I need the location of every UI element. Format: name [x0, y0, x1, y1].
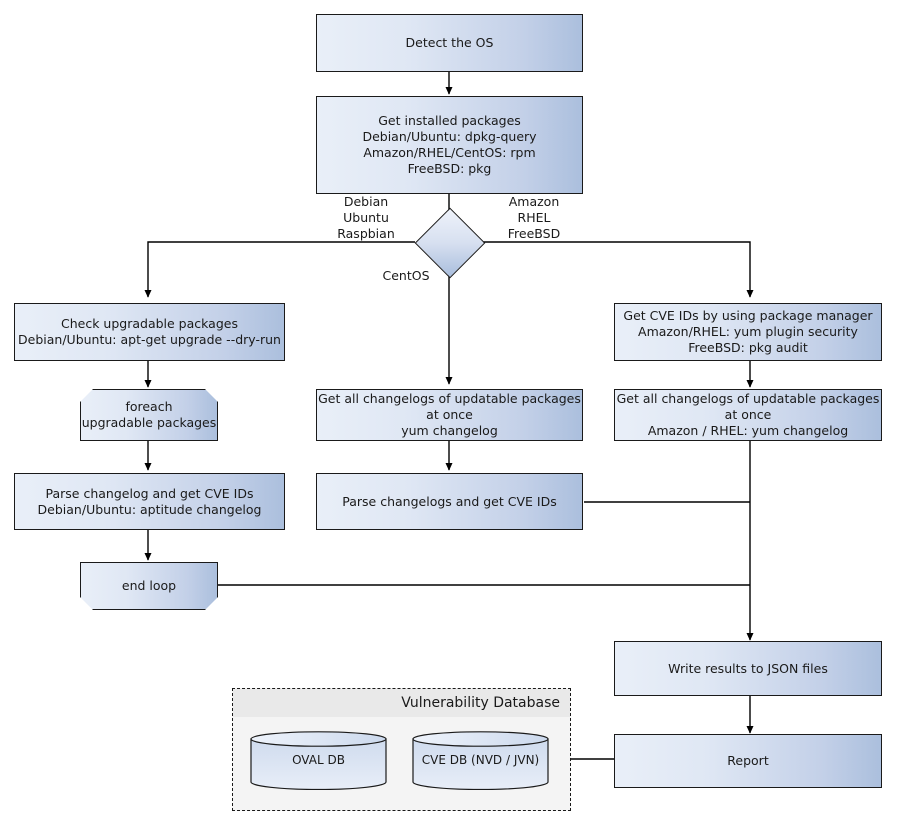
node-write-results-json[interactable]: Write results to JSON files	[614, 641, 882, 696]
node-get-all-changelogs-center-label: Get all changelogs of updatable packages…	[318, 391, 581, 438]
node-get-all-changelogs-center[interactable]: Get all changelogs of updatable packages…	[316, 389, 583, 441]
node-parse-changelog-left[interactable]: Parse changelog and get CVE IDs Debian/U…	[14, 473, 285, 530]
node-report-label: Report	[727, 753, 769, 768]
node-get-installed-packages[interactable]: Get installed packages Debian/Ubuntu: dp…	[316, 96, 583, 194]
group-vulnerability-database-header: Vulnerability Database	[233, 689, 570, 717]
node-detect-os-label: Detect the OS	[405, 35, 494, 50]
node-report[interactable]: Report	[614, 734, 882, 788]
node-end-loop-label: end loop	[121, 578, 177, 593]
node-parse-changelog-left-label: Parse changelog and get CVE IDs Debian/U…	[37, 485, 262, 517]
edge-label-amazon-branch: Amazon RHEL FreeBSD	[507, 194, 561, 241]
node-detect-os[interactable]: Detect the OS	[316, 14, 583, 72]
db-cve-label: CVE DB (NVD / JVN)	[421, 753, 540, 767]
node-get-cve-ids-package-manager-label: Get CVE IDs by using package manager Ama…	[623, 308, 873, 355]
edge-decision-left	[144, 241, 415, 298]
edge-decision-right	[483, 241, 754, 298]
edge-label-debian-branch: Debian Ubuntu Raspbian	[337, 194, 395, 241]
db-oval[interactable]: OVAL DB	[250, 731, 387, 791]
node-get-all-changelogs-right[interactable]: Get all changelogs of updatable packages…	[614, 389, 882, 441]
node-foreach-upgradable-packages[interactable]: foreach upgradable packages	[80, 389, 218, 441]
cylinder-icon	[412, 731, 549, 791]
node-check-upgradable-packages[interactable]: Check upgradable packages Debian/Ubuntu:…	[14, 303, 285, 361]
node-check-upgradable-packages-label: Check upgradable packages Debian/Ubuntu:…	[18, 316, 281, 347]
db-cve[interactable]: CVE DB (NVD / JVN)	[412, 731, 549, 791]
node-parse-changelogs-center[interactable]: Parse changelogs and get CVE IDs	[316, 473, 583, 530]
cylinder-icon	[250, 731, 387, 791]
node-end-loop[interactable]: end loop	[80, 562, 218, 610]
db-oval-label: OVAL DB	[292, 753, 345, 767]
node-foreach-label: foreach upgradable packages	[81, 399, 217, 430]
node-get-cve-ids-package-manager[interactable]: Get CVE IDs by using package manager Ama…	[614, 303, 882, 361]
edge-label-centos-branch: CentOS	[382, 268, 430, 283]
node-parse-changelogs-center-label: Parse changelogs and get CVE IDs	[342, 493, 557, 509]
node-get-installed-packages-label: Get installed packages Debian/Ubuntu: dp…	[362, 113, 537, 176]
node-write-results-json-label: Write results to JSON files	[668, 660, 828, 676]
group-vulnerability-database-title: Vulnerability Database	[401, 695, 560, 711]
node-get-all-changelogs-right-label: Get all changelogs of updatable packages…	[616, 391, 880, 438]
